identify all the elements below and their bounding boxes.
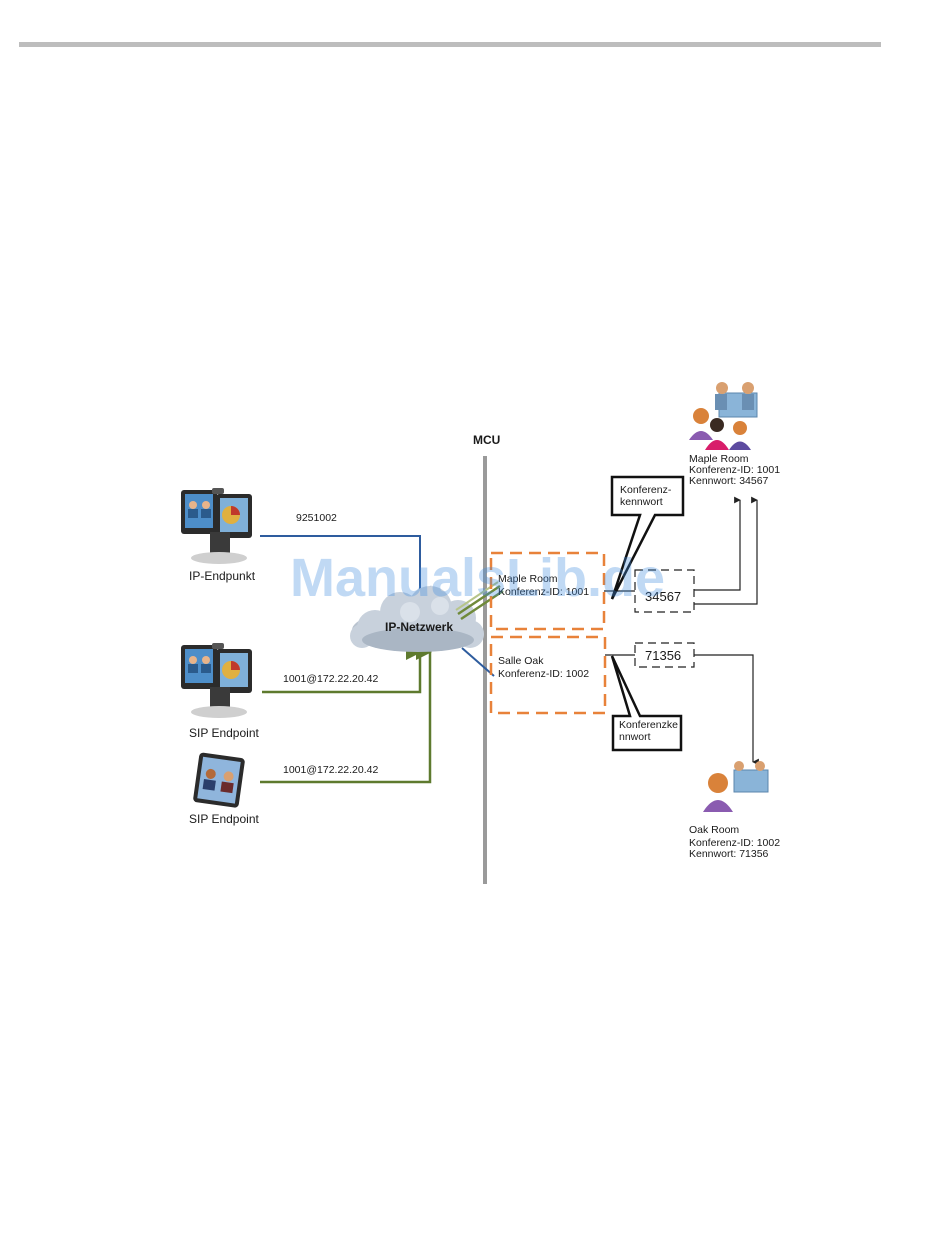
endpoint-label: SIP Endpoint: [189, 726, 259, 740]
conference-box: [489, 635, 607, 715]
endpoint-label: SIP Endpoint: [189, 812, 259, 826]
room-id: Konferenz-ID: 1001: [689, 464, 780, 476]
password-box: [634, 569, 695, 613]
watermark: ManualsLib.de: [290, 548, 665, 608]
callout-bubble: [610, 475, 685, 600]
callout-text: Konferenz-: [620, 484, 672, 496]
telepresence-endpoint-icon: [181, 643, 252, 718]
room-title: Oak Room: [689, 824, 739, 836]
password-value: 71356: [645, 648, 681, 663]
room-id: Konferenz-ID: 1002: [689, 837, 780, 849]
room-password: Kennwort: 34567: [689, 475, 769, 487]
room-link-line: [694, 654, 759, 766]
network-mcu-line: [457, 584, 501, 616]
meeting-room-icon: [689, 382, 758, 450]
callout-text: nnwort: [619, 731, 651, 743]
room-title: Maple Room: [689, 453, 749, 465]
room-link-line: [694, 496, 741, 591]
endpoint-label: IP-Endpunkt: [189, 569, 256, 583]
network-mcu-line: [460, 589, 504, 621]
dial-string: 9251002: [296, 512, 337, 524]
conference-name: Maple Room: [498, 573, 558, 585]
password-value: 34567: [645, 589, 681, 604]
room-link-line: [694, 496, 758, 605]
callout-text: kennwort: [620, 496, 663, 508]
meeting-room-icon: [703, 761, 769, 812]
mcu-label: MCU: [473, 433, 500, 447]
tablet-endpoint-icon: [193, 752, 245, 808]
sip-link-line: [260, 644, 432, 784]
dial-string: 1001@172.22.20.42: [283, 673, 378, 685]
network-label: IP-Netzwerk: [385, 620, 453, 634]
telepresence-endpoint-icon: [181, 488, 252, 564]
network-mcu-line: [461, 647, 495, 677]
top-rule: [19, 42, 881, 47]
callout-bubble: [610, 655, 683, 752]
conference-id: Konferenz-ID: 1002: [498, 668, 589, 680]
password-box: [634, 642, 695, 668]
cloud-icon: [350, 586, 484, 652]
conference-id: Konferenz-ID: 1001: [498, 586, 589, 598]
ip-link-line: [260, 535, 432, 599]
sip-link-line: [262, 644, 422, 694]
dial-string: 1001@172.22.20.42: [283, 764, 378, 776]
conference-name: Salle Oak: [498, 655, 544, 667]
callout-text: Konferenzke: [619, 719, 678, 731]
room-password: Kennwort: 71356: [689, 848, 769, 860]
